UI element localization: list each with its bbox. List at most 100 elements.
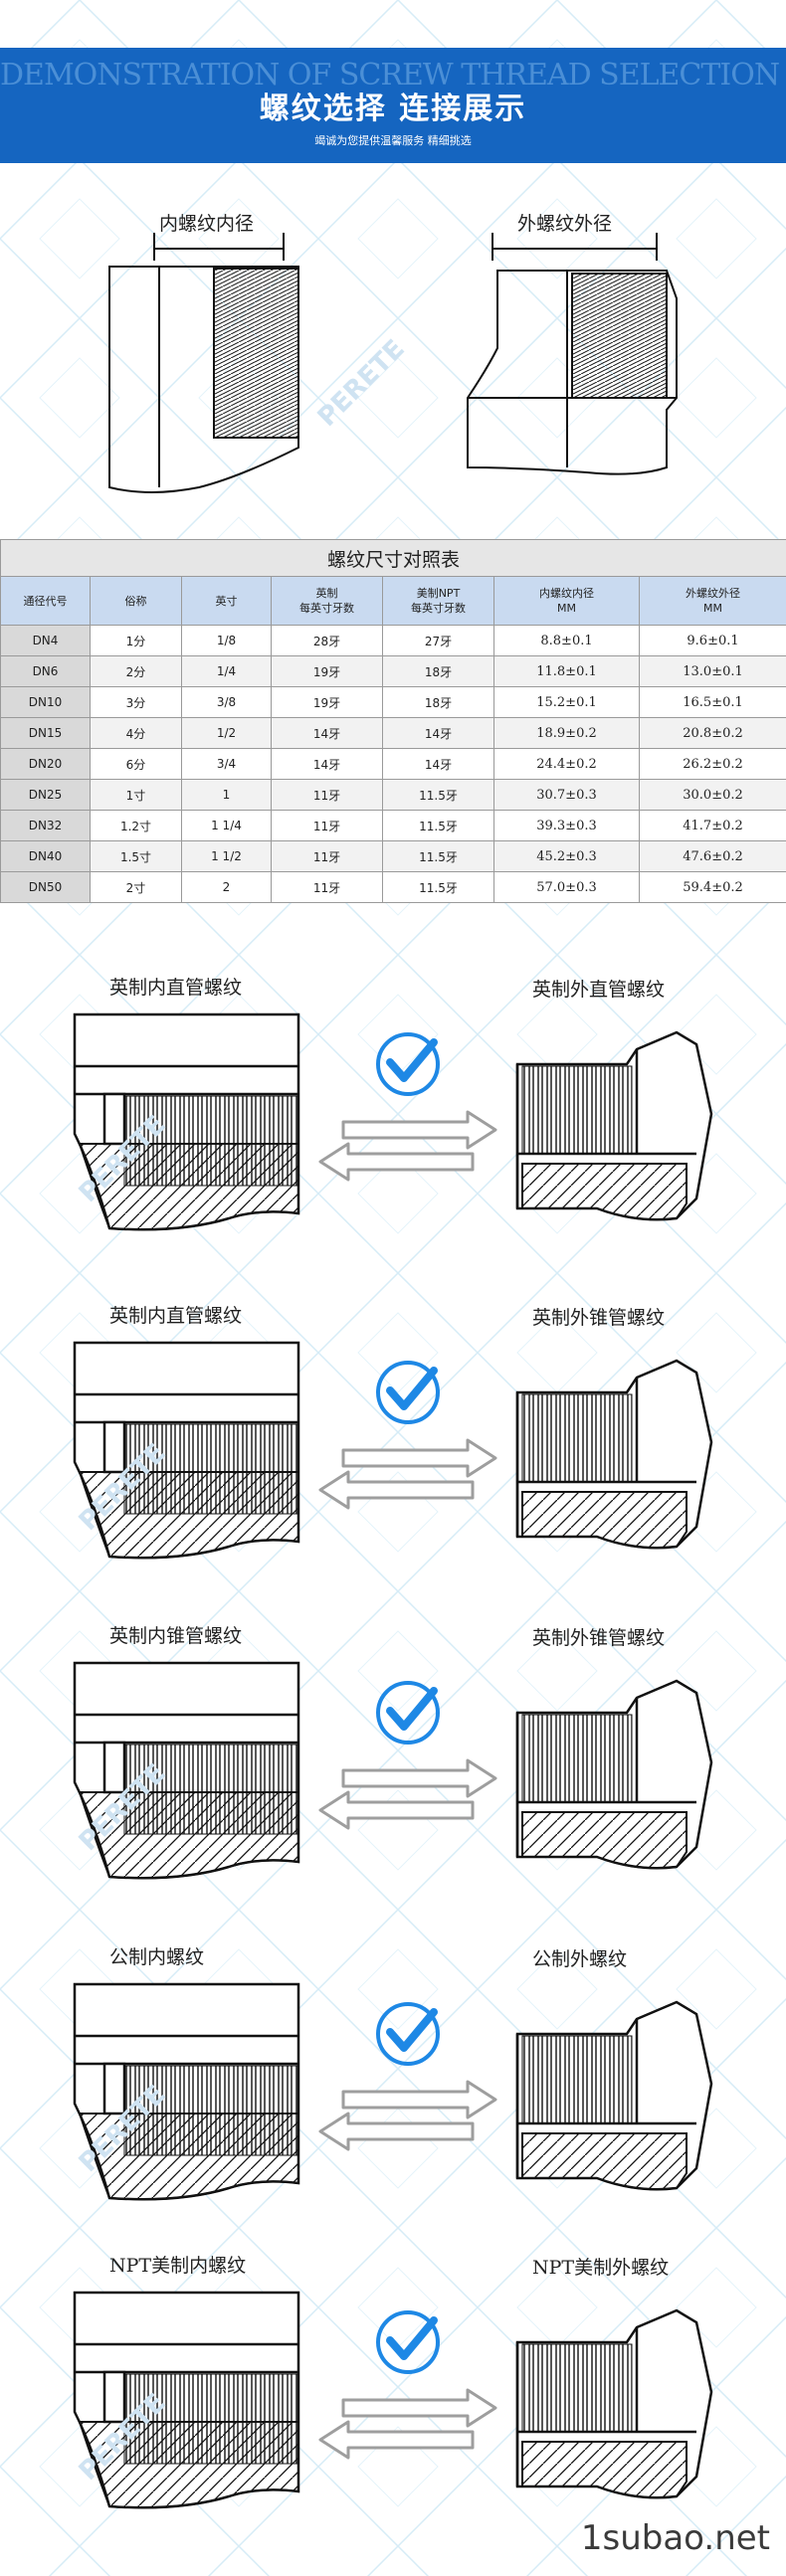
table-cell: 11.5牙: [382, 871, 494, 903]
page-subtitle: 竭诚为您提供温馨服务 精细挑选: [314, 134, 472, 147]
external-thread-label: 英制外直管螺纹: [532, 979, 666, 1001]
table-cell: DN20: [0, 748, 91, 780]
thread-pair-diagram: PERETE: [74, 1982, 713, 2201]
internal-thread-label: 英制内锥管螺纹: [109, 1625, 243, 1647]
table-caption: 螺纹尺寸对照表: [0, 539, 786, 577]
table-cell: 2寸: [90, 871, 182, 903]
check-icon: [376, 1361, 440, 1424]
table-cell: 6分: [90, 748, 182, 780]
table-cell: 1 1/4: [181, 810, 272, 841]
internal-thread-label: 公制内螺纹: [109, 1946, 205, 1968]
table-cell: DN32: [0, 810, 91, 841]
table-cell: 45.2±0.3: [493, 840, 640, 872]
table-cell: 20.8±0.2: [638, 717, 786, 749]
table-cell: 11牙: [271, 810, 383, 841]
table-cell: 39.3±0.3: [493, 810, 640, 841]
table-header-cell: 通径代号: [0, 576, 91, 626]
check-icon: [376, 1681, 440, 1745]
check-icon: [376, 2310, 440, 2374]
external-thread-label: NPT美制外螺纹: [532, 2257, 670, 2279]
site-watermark: 1subao.net: [580, 2518, 770, 2558]
table-cell: DN40: [0, 840, 91, 872]
table-cell: 14牙: [271, 717, 383, 749]
table-cell: 1/4: [181, 655, 272, 687]
table-cell: 16.5±0.1: [638, 686, 786, 718]
table-cell: 57.0±0.3: [493, 871, 640, 903]
table-cell: 11牙: [271, 840, 383, 872]
table-cell: 11.5牙: [382, 779, 494, 811]
double-arrow-icon: [318, 2388, 497, 2460]
table-cell: 1: [181, 779, 272, 811]
table-cell: DN6: [0, 655, 91, 687]
table-cell: 9.6±0.1: [638, 625, 786, 656]
header-ghost-text: DEMONSTRATION OF SCREW THREAD SELECTION …: [0, 58, 786, 92]
table-header-cell: 英制每英寸牙数: [271, 576, 383, 626]
table-cell: 18.9±0.2: [493, 717, 640, 749]
table-cell: 11.5牙: [382, 810, 494, 841]
check-icon: [376, 2002, 440, 2066]
table-cell: 47.6±0.2: [638, 840, 786, 872]
table-cell: 4分: [90, 717, 182, 749]
table-cell: 1.5寸: [90, 840, 182, 872]
table-cell: 18牙: [382, 686, 494, 718]
table-cell: 1/8: [181, 625, 272, 656]
internal-thread-label: 英制内直管螺纹: [109, 1305, 243, 1327]
table-cell: 1/2: [181, 717, 272, 749]
internal-thread-label: NPT美制内螺纹: [109, 2255, 247, 2277]
thread-pair-diagram: PERETE: [74, 1012, 713, 1231]
page-header: DEMONSTRATION OF SCREW THREAD SELECTION …: [0, 48, 786, 163]
double-arrow-icon: [318, 1110, 497, 1182]
double-arrow-icon: [318, 1758, 497, 1830]
table-cell: 30.0±0.2: [638, 779, 786, 811]
table-cell: 2: [181, 871, 272, 903]
table-cell: DN4: [0, 625, 91, 656]
table-cell: 26.2±0.2: [638, 748, 786, 780]
inner-thread-label: 内螺纹内径: [159, 213, 255, 235]
table-cell: 8.8±0.1: [493, 625, 640, 656]
double-arrow-icon: [318, 1438, 497, 1510]
table-cell: 1分: [90, 625, 182, 656]
table-cell: 11.8±0.1: [493, 655, 640, 687]
table-cell: 27牙: [382, 625, 494, 656]
double-arrow-icon: [318, 2080, 497, 2151]
page-title: 螺纹选择 连接展示: [259, 92, 527, 126]
table-cell: 30.7±0.3: [493, 779, 640, 811]
table-cell: 24.4±0.2: [493, 748, 640, 780]
table-header-cell: 英寸: [181, 576, 272, 626]
table-cell: DN25: [0, 779, 91, 811]
table-cell: 1寸: [90, 779, 182, 811]
table-cell: 41.7±0.2: [638, 810, 786, 841]
table-cell: 3/8: [181, 686, 272, 718]
table-cell: 18牙: [382, 655, 494, 687]
table-cell: 19牙: [271, 686, 383, 718]
table-cell: 2分: [90, 655, 182, 687]
table-cell: 1.2寸: [90, 810, 182, 841]
table-cell: DN50: [0, 871, 91, 903]
outer-thread-label: 外螺纹外径: [517, 213, 613, 235]
table-cell: DN15: [0, 717, 91, 749]
table-cell: 1 1/2: [181, 840, 272, 872]
table-cell: 11牙: [271, 779, 383, 811]
external-thread-label: 公制外螺纹: [532, 1948, 628, 1970]
table-cell: 14牙: [271, 748, 383, 780]
table-header-cell: 俗称: [90, 576, 182, 626]
table-cell: 59.4±0.2: [638, 871, 786, 903]
external-thread-label: 英制外锥管螺纹: [532, 1307, 666, 1329]
table-cell: 11牙: [271, 871, 383, 903]
intro-diagram: PERETE: [108, 233, 678, 493]
external-thread-label: 英制外锥管螺纹: [532, 1627, 666, 1649]
